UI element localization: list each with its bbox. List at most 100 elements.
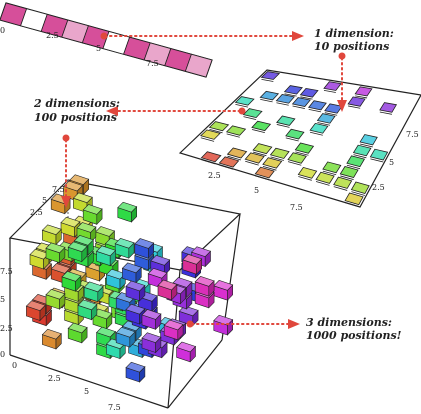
plane-cell-edge <box>226 133 240 138</box>
cube-ticks: 2.5 5 7.5 0 2.5 5 7.5 0 2.5 5 7.5 <box>0 185 121 412</box>
cube-face-top <box>25 300 46 311</box>
plane-cell-edge <box>276 102 289 106</box>
cube-face-top <box>121 262 142 274</box>
plane-cells <box>200 71 398 208</box>
cube-face-top <box>76 222 97 233</box>
plane-cell-edge <box>340 175 354 180</box>
plane-cell <box>299 87 319 98</box>
cube-face-top <box>150 255 171 266</box>
plane-cell-edge <box>261 78 274 82</box>
cube-face-top <box>157 279 178 291</box>
plane-cell-edge <box>295 151 309 156</box>
cube-face-top <box>45 288 66 300</box>
cube-face-top <box>72 192 93 204</box>
cube-face-top <box>147 267 168 279</box>
plane-cell <box>252 143 273 155</box>
cube-face-top <box>41 224 62 236</box>
strip-tick-2-5: 2.5 <box>46 31 59 40</box>
plane-cell <box>379 102 398 113</box>
label-two-dimension-title: 2 dimensions: <box>33 97 120 110</box>
cube-tick-left-5: 5 <box>0 295 5 304</box>
plane-cell-edge <box>322 170 337 176</box>
plane-cell-edge <box>324 112 338 116</box>
plane-cell-edge <box>219 164 234 170</box>
plane-cell-edge <box>344 202 359 208</box>
plane-cell-edge <box>315 181 330 186</box>
cube-face-top <box>61 271 82 282</box>
strip-tick-7-5: 7.5 <box>146 59 159 68</box>
plane-cell <box>218 156 240 168</box>
cube-face-top <box>176 341 197 353</box>
plane-cell <box>291 97 311 108</box>
arrow-dot-cube <box>186 320 194 328</box>
plane-cell-edge <box>260 98 273 103</box>
plane-cell-edge <box>235 103 249 108</box>
plane-cell-edge <box>298 176 312 181</box>
cube-face-top <box>67 241 88 253</box>
cube-face-top <box>194 276 215 287</box>
arrow-dot-label1 <box>338 52 346 60</box>
plane-cell-edge <box>243 116 257 120</box>
cube-tick-upper-2-5: 2.5 <box>30 208 43 217</box>
plane-cell <box>200 151 222 163</box>
cube-tick-bottom-0: 0 <box>12 361 17 370</box>
strip-cells <box>0 2 213 78</box>
plane-cell <box>242 108 263 119</box>
plane-cell <box>294 142 315 154</box>
label-three-dimension-positions: 1000 positions! <box>306 329 402 342</box>
cube-tick-bottom-2-5: 2.5 <box>48 374 61 383</box>
plane-tick-bottom-7-5: 7.5 <box>290 203 303 212</box>
plane-cell <box>269 147 290 159</box>
plane-cell <box>287 152 307 164</box>
cube-tick-left-7-5: 7.5 <box>0 267 13 276</box>
cube-face-top <box>95 226 116 237</box>
cube-tick-left-2-5: 2.5 <box>0 324 13 333</box>
plane-cell <box>254 166 275 179</box>
cube-face-top <box>45 242 66 254</box>
strip-tick-0: 0 <box>0 26 5 35</box>
cube-face-top <box>82 204 103 215</box>
plane-cell <box>234 96 255 106</box>
plane-cell-edge <box>262 165 277 171</box>
arrowhead-label1 <box>292 31 304 41</box>
plane-cell-edge <box>251 129 265 134</box>
label-two-dimension-positions: 100 positions <box>34 111 117 124</box>
plane-cell <box>309 122 329 134</box>
strip-tick-5: 5 <box>96 44 101 53</box>
plane-cell <box>262 157 283 169</box>
one-dimension-strip: 0 2.5 5 7.5 <box>0 2 213 78</box>
plane-cell-edge <box>253 151 267 157</box>
plane-cell <box>200 129 221 140</box>
plane-cell-edge <box>255 175 270 181</box>
arrowhead-plane <box>337 100 347 112</box>
cube-cells <box>25 174 234 383</box>
plane-cell <box>283 85 303 95</box>
plane-cell <box>260 71 281 80</box>
plane-cell-edge <box>353 154 367 159</box>
plane-cell <box>285 128 305 140</box>
plane-cell <box>352 144 372 157</box>
two-dimension-plane: 2.5 5 7.5 2.5 5 7.5 <box>178 69 421 212</box>
cube-tick-bottom-7-5: 7.5 <box>108 403 121 412</box>
cube-face-top <box>83 281 104 293</box>
cube-face-top <box>50 263 71 274</box>
plane-cell <box>344 192 364 206</box>
plane-cell-edge <box>370 158 384 163</box>
plane-cell-edge <box>201 159 216 165</box>
plane-cell <box>208 121 230 132</box>
plane-cell <box>226 147 248 159</box>
plane-cell-edge <box>287 161 302 166</box>
plane-cell <box>244 152 265 164</box>
plane-cell-edge <box>379 111 393 115</box>
plane-cell <box>251 120 272 132</box>
plane-tick-right-7-5: 7.5 <box>406 130 419 139</box>
plane-cell-edge <box>310 131 323 136</box>
cube-face-top <box>115 326 136 338</box>
plane-tick-bottom-2-5: 2.5 <box>208 171 221 180</box>
plane-cell-edge <box>284 93 297 97</box>
plane-cell-edge <box>270 156 284 161</box>
plane-cell <box>316 113 336 124</box>
arrowhead-cube <box>61 196 71 208</box>
plane-tick-bottom-5: 5 <box>254 186 259 195</box>
